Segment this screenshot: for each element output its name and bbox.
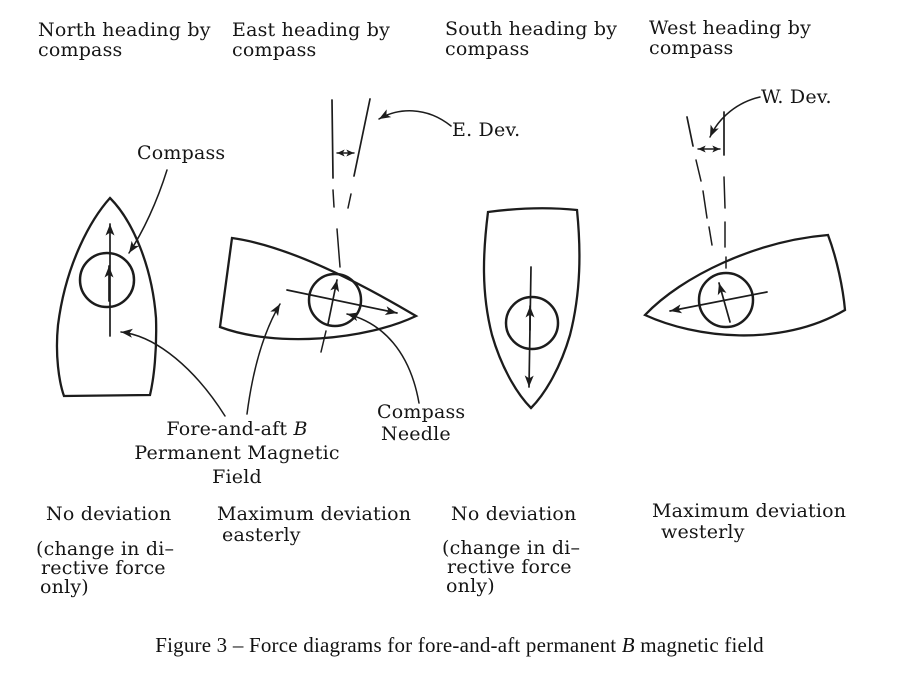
- compass-needle-label: Compass Needle: [377, 401, 465, 445]
- result-north-title: No deviation: [46, 503, 172, 525]
- note-line: only): [40, 576, 89, 598]
- result-line: westerly: [661, 521, 745, 543]
- needle-arrow: [717, 282, 731, 323]
- heading-line: compass: [232, 39, 317, 61]
- compass-circle: [504, 295, 560, 351]
- boat-outline: [218, 236, 419, 341]
- heading-north: North heading by compass: [38, 20, 211, 60]
- fore-aft-line3: Field: [212, 466, 262, 488]
- note-line: rective force: [447, 556, 572, 578]
- heading-south: South heading by compass: [445, 19, 617, 59]
- heading-line: compass: [649, 37, 734, 59]
- b-field-arrow: [669, 291, 768, 314]
- heading-east: East heading by compass: [232, 20, 390, 60]
- boat-south-diagram: [482, 207, 581, 410]
- north-reference-line: [331, 99, 334, 179]
- boat-north-diagram: [55, 169, 226, 417]
- boat-outline: [482, 207, 581, 410]
- deviated-needle-line: [353, 98, 371, 177]
- reference-dashes: [332, 189, 352, 268]
- result-line: Maximum deviation: [217, 503, 412, 525]
- needle-label-line: Needle: [381, 423, 451, 445]
- heading-line: compass: [38, 39, 123, 61]
- heading-line: East heading by: [232, 19, 391, 41]
- compass-circle: [307, 272, 363, 328]
- b-coefficient-symbol: B: [293, 418, 308, 440]
- needle-leader-line: [346, 312, 420, 404]
- result-line: Maximum deviation: [652, 500, 847, 522]
- compass-leader-line: [128, 169, 168, 254]
- heading-line: compass: [445, 38, 530, 60]
- result-north-note: (change in di– rective force only): [36, 540, 174, 597]
- needle-dashed-extension: [320, 330, 327, 353]
- heading-line: South heading by: [445, 18, 618, 40]
- needle-arrow: [327, 279, 340, 325]
- caption-text: Figure 3 – Force diagrams for fore-and-a…: [155, 633, 622, 657]
- compass-label: Compass: [137, 142, 226, 164]
- result-line: easterly: [222, 524, 301, 546]
- caption-text: magnetic field: [634, 633, 764, 657]
- east-deviation-label: E. Dev.: [452, 119, 521, 141]
- b-field-arrow: [286, 289, 398, 316]
- note-line: rective force: [41, 557, 166, 579]
- boat-outline: [643, 233, 847, 337]
- boat-outline: [55, 196, 158, 398]
- result-south-note: (change in di– rective force only): [442, 539, 580, 596]
- result-east: Maximum deviation easterly: [217, 504, 411, 546]
- fore-aft-line1: Fore-and-aft B: [166, 418, 308, 440]
- needle-label-line: Compass: [377, 401, 466, 423]
- e-dev-leader-line: [378, 109, 452, 127]
- boat-west-diagram: [643, 96, 847, 337]
- result-west: Maximum deviation westerly: [652, 501, 846, 543]
- compass-circle: [697, 271, 755, 329]
- west-deviation-label: W. Dev.: [761, 86, 832, 108]
- deviated-needle-line: [686, 116, 694, 147]
- heading-line: West heading by: [649, 17, 812, 39]
- note-line: (change in di–: [36, 538, 175, 560]
- reference-dashes: [695, 159, 727, 269]
- note-line: only): [446, 575, 495, 597]
- compass-circle: [78, 251, 136, 309]
- boat-east-diagram: [218, 98, 452, 415]
- figure-caption: Figure 3 – Force diagrams for fore-and-a…: [0, 633, 919, 658]
- note-line: (change in di–: [442, 537, 581, 559]
- b-coefficient-symbol: B: [621, 633, 635, 657]
- w-dev-leader-line: [709, 96, 761, 138]
- heading-west: West heading by compass: [649, 18, 811, 58]
- fore-aft-field-label: Fore-and-aft B Permanent Magnetic Field: [118, 417, 356, 489]
- fore-aft-line2: Permanent Magnetic: [134, 442, 340, 464]
- fore-aft-leader-line: [246, 303, 281, 415]
- heading-line: North heading by: [38, 19, 211, 41]
- fore-aft-leader-line: [120, 328, 226, 417]
- result-south-title: No deviation: [451, 503, 577, 525]
